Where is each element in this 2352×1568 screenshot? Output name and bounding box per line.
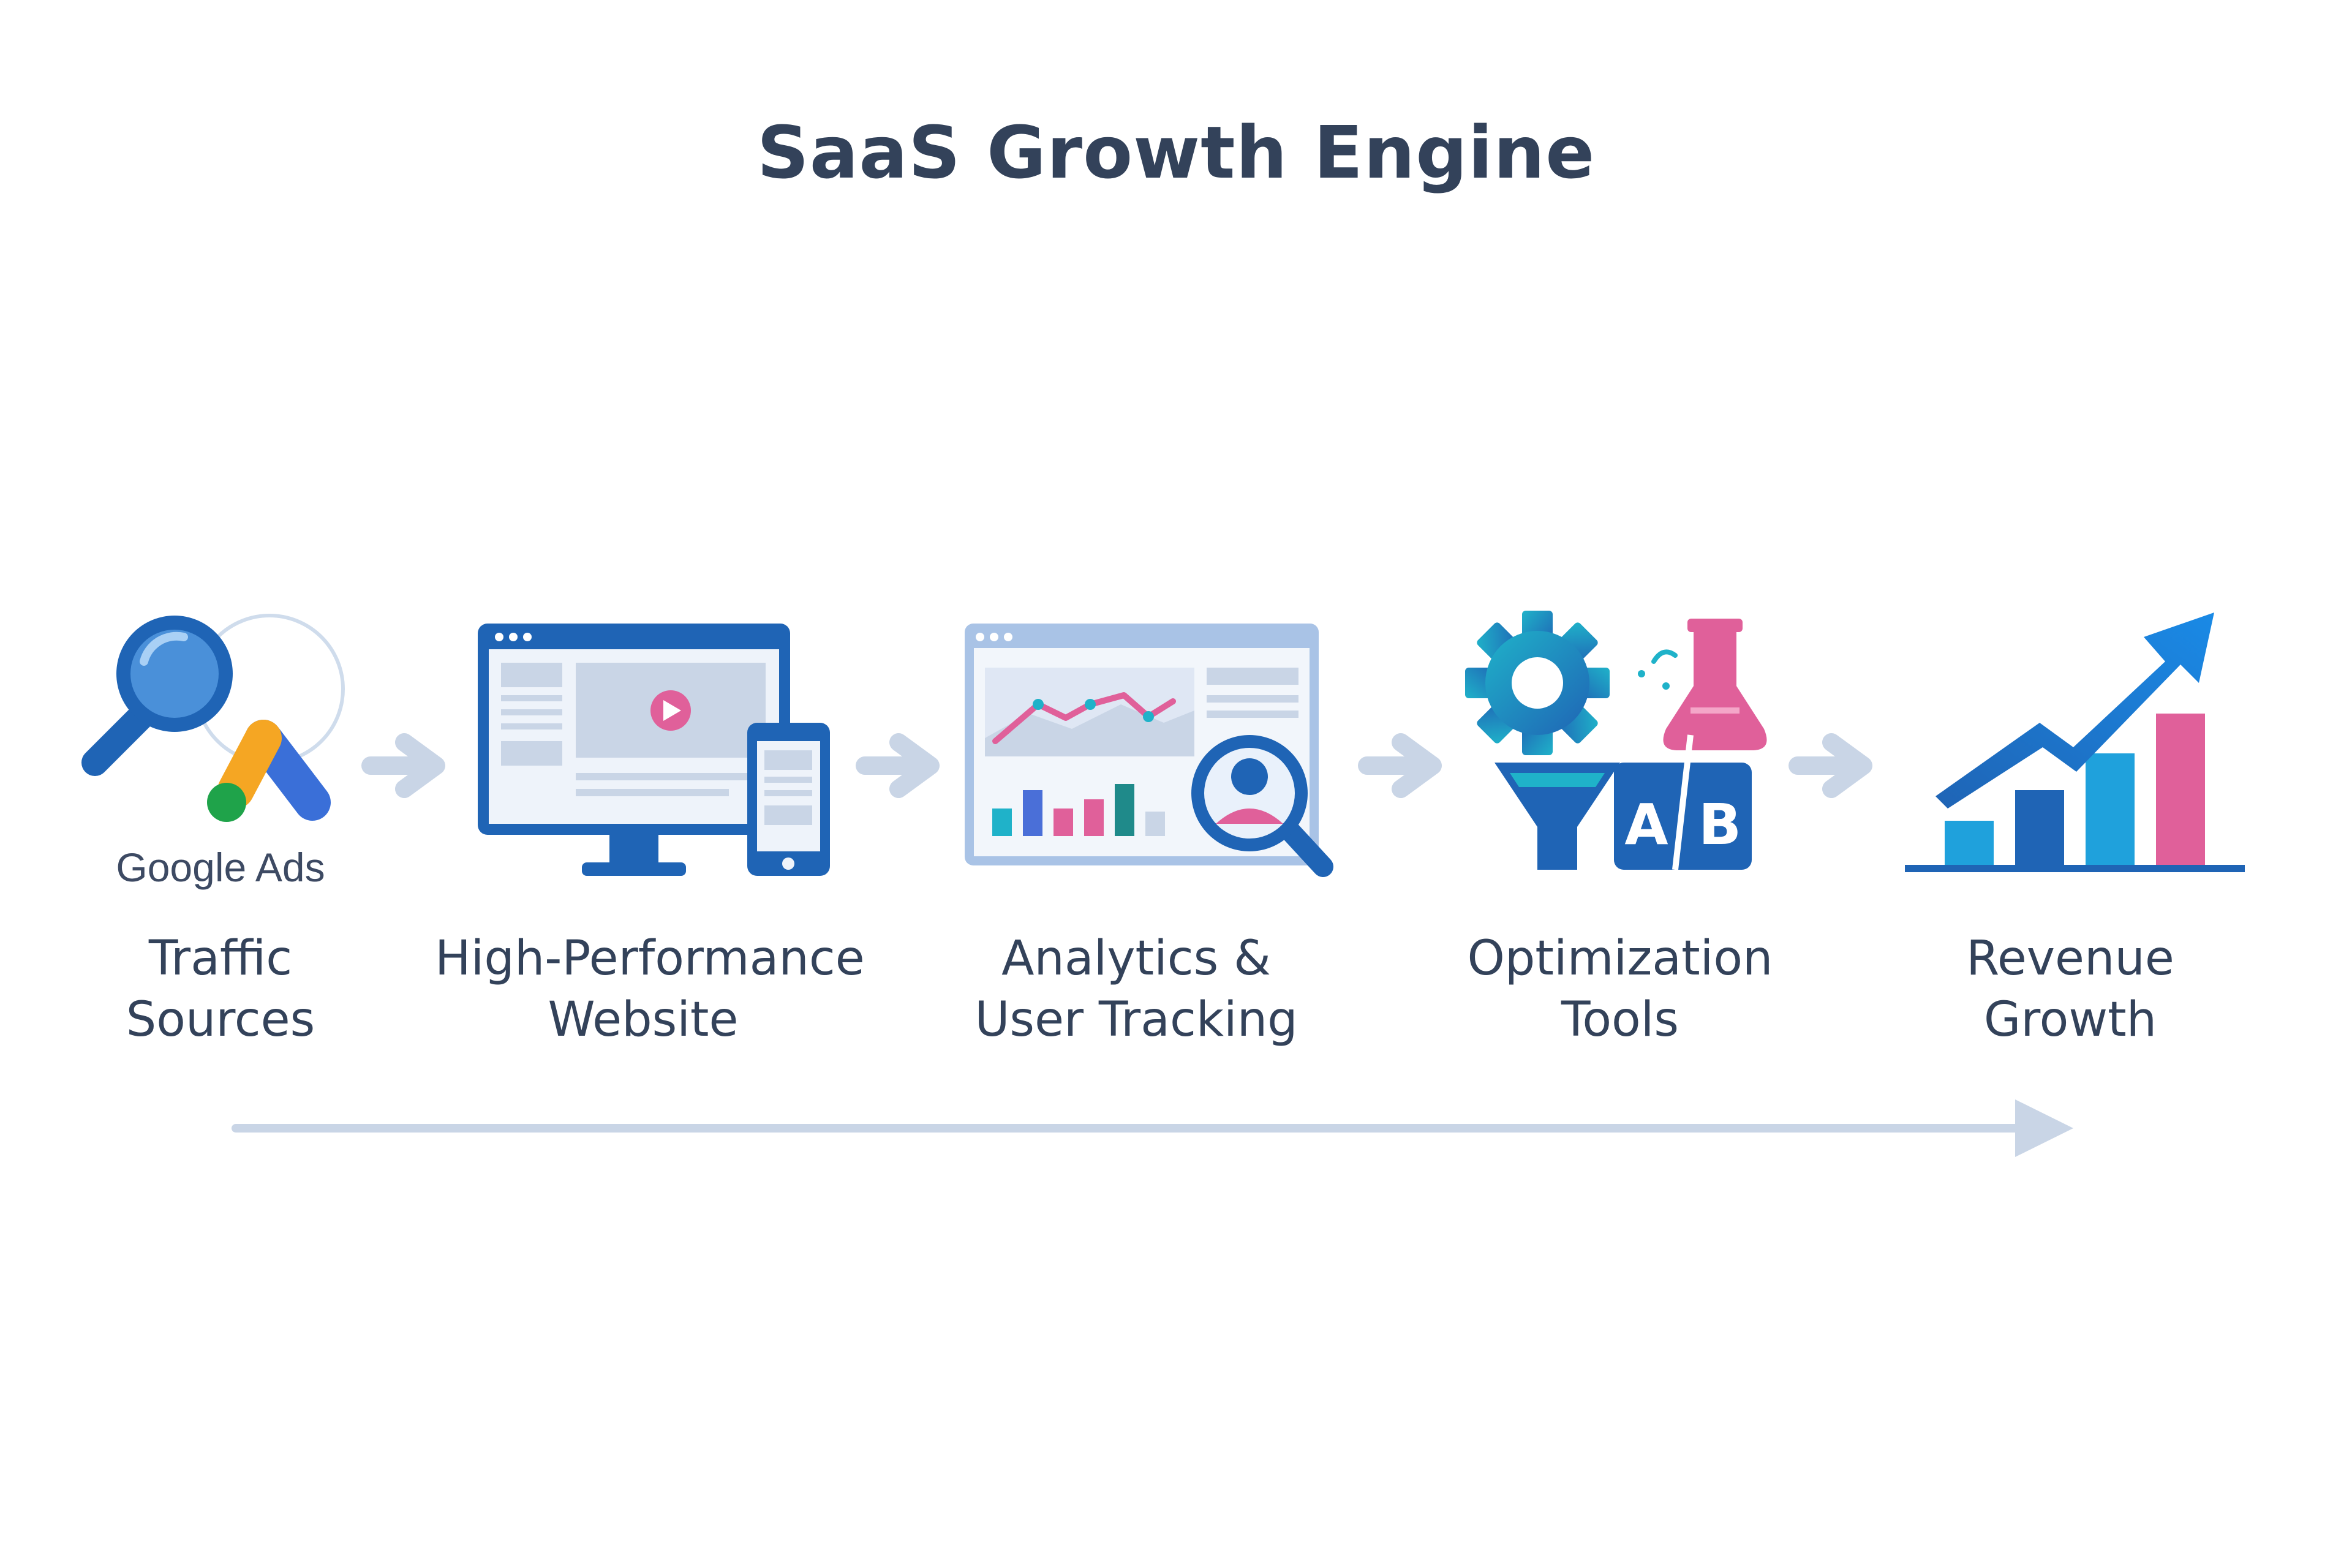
analytics-dashboard-icon [965,624,1333,877]
flow-arrow-4 [1789,733,1872,798]
stage-label-traffic-sources: Traffic Sources [126,931,315,1047]
stage-label-website: High-Performance Website [435,931,865,1047]
desktop-and-phone-icon [478,624,830,876]
stage-label-revenue: Revenue Growth [1966,931,2174,1047]
gear-funnel-ab-test-icon: A B [1465,611,1767,870]
flow-arrow-1 [361,733,445,798]
stage-label-analytics: Analytics & User Tracking [974,931,1298,1047]
stage-label-optimization: Optimization Tools [1467,931,1773,1047]
flow-arrow-3 [1358,733,1442,798]
growth-chart-icon [1905,612,2245,872]
flow-arrow-2 [856,733,940,798]
process-direction-arrow [232,1099,2073,1157]
google-ads-wordmark: Google Ads [116,845,325,890]
ab-label-a: A [1624,792,1668,858]
page-title: SaaS Growth Engine [756,110,1596,195]
magnifier-google-ads-icon [81,614,345,822]
ab-label-b: B [1698,792,1741,858]
